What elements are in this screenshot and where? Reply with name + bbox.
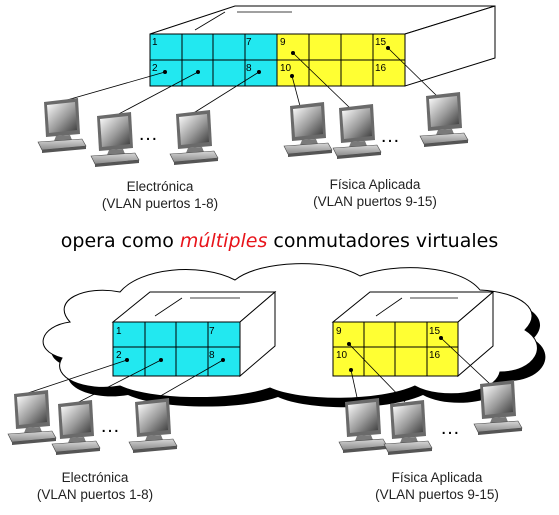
group-ports: (VLAN puertos 9-15) [313,194,437,209]
port-7: 7 [246,37,252,48]
port-8: 8 [209,350,215,361]
port-15: 15 [429,326,441,337]
group-ports: (VLAN puertos 1-8) [101,196,219,211]
group-ports: (VLAN puertos 1-8) [36,487,154,502]
computer-icon [383,399,433,456]
computer-icon [419,91,469,148]
ellipsis-top-right: … [380,125,400,147]
port-16: 16 [375,63,387,74]
port-16: 16 [429,350,441,361]
bottom-cables [27,337,491,405]
computer-icon [338,397,388,454]
top-cables [59,47,438,117]
bottom-right-group-label: Física Aplicada (VLAN puertos 9-15) [362,469,512,503]
ellipsis-bottom-right: … [440,417,460,439]
bottom-left-group-label: Electrónica (VLAN puertos 1-8) [30,469,160,503]
top-right-group-label: Física Aplicada (VLAN puertos 9-15) [300,176,450,210]
caption: opera como múltiples conmutadores virtua… [0,230,559,252]
virtual-switch-left: 1 2 7 8 [111,290,277,378]
port-2: 2 [152,63,158,74]
computer-icon [169,109,219,166]
computer-icon [128,397,178,454]
computer-icon [90,111,140,168]
group-name: Electrónica [61,470,129,485]
virtual-switch-right: 9 10 15 16 [331,290,495,378]
caption-before: opera como [60,230,180,252]
port-2: 2 [116,350,122,361]
top-left-group-label: Electrónica (VLAN puertos 1-8) [95,178,225,212]
computer-icon [332,103,382,160]
port-15: 15 [375,37,387,48]
top-computers [37,91,469,168]
computer-icon [473,379,523,436]
top-switch: 1 2 7 8 9 10 15 16 [149,5,496,87]
caption-highlight: múltiples [179,230,268,252]
caption-after: conmutadores virtuales [267,230,499,252]
port-9: 9 [280,37,286,48]
port-8: 8 [246,63,252,74]
port-7: 7 [209,326,215,337]
computer-icon [283,101,333,158]
group-name: Física Aplicada [329,177,421,192]
port-10: 10 [280,63,292,74]
group-name: Física Aplicada [391,470,483,485]
group-name: Electrónica [126,179,194,194]
computer-icon [37,97,87,154]
ellipsis-bottom-left: … [100,415,120,437]
port-10: 10 [336,350,348,361]
port-9: 9 [336,326,342,337]
computer-icon [7,389,57,446]
ellipsis-top-left: … [138,123,158,145]
computer-icon [51,399,101,456]
port-1: 1 [116,326,122,337]
group-ports: (VLAN puertos 9-15) [375,487,499,502]
port-1: 1 [152,37,158,48]
